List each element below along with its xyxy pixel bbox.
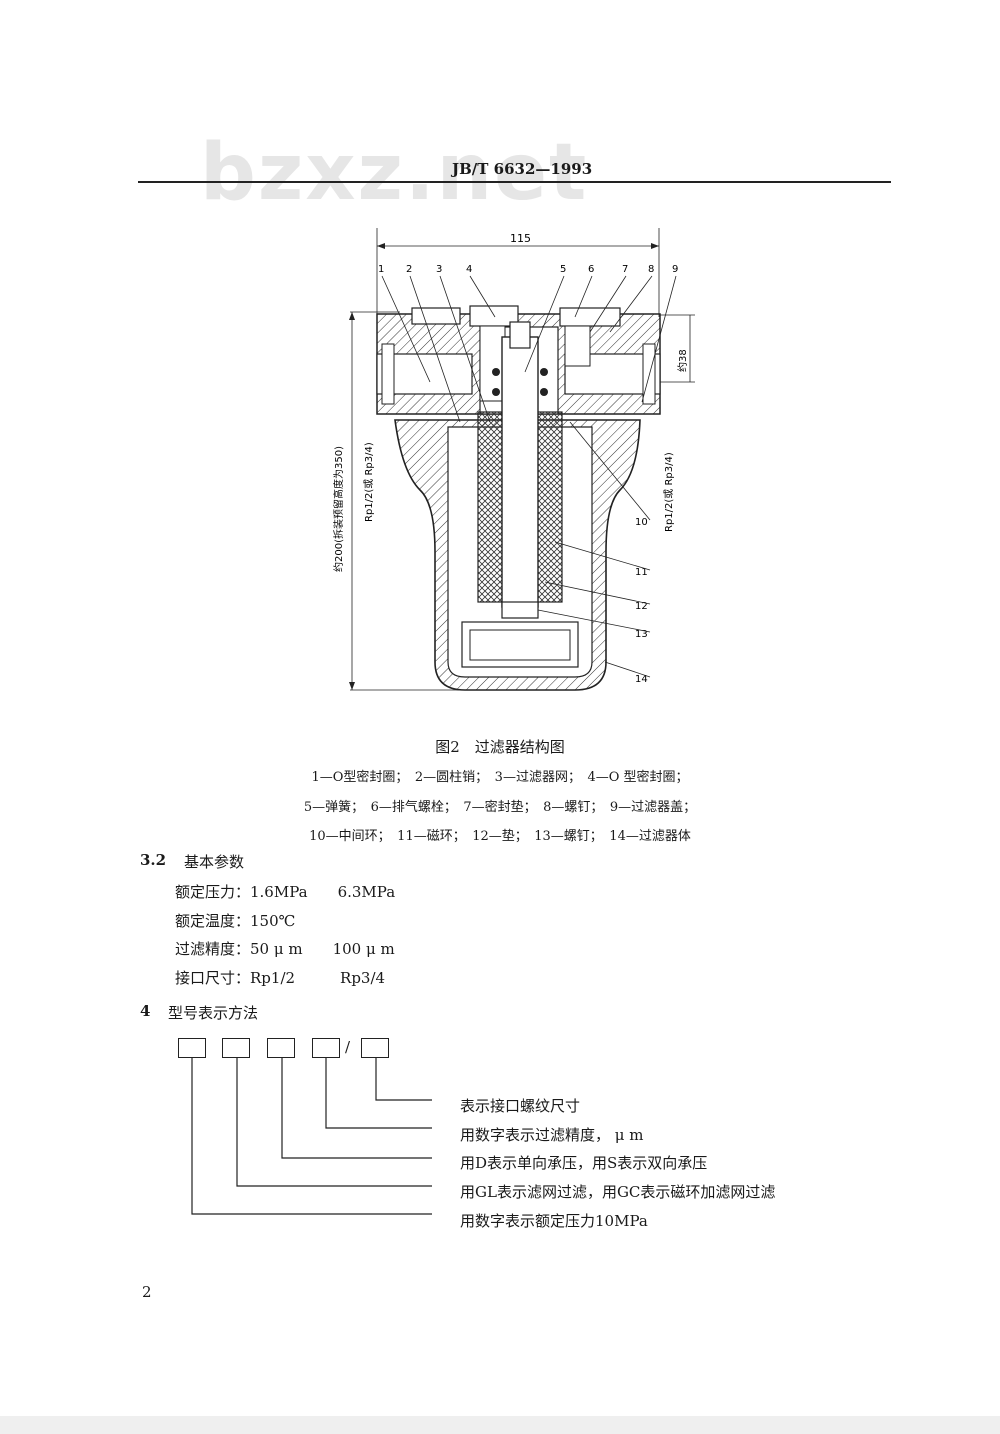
model-code-slash: / <box>345 1038 351 1056</box>
top-bolts <box>411 305 621 402</box>
model-desc-filter-type: 用GL表示滤网过滤，用GC表示磁环加滤网过滤 <box>460 1183 776 1201</box>
part-label-4: 4 <box>466 264 472 275</box>
model-desc-rated-pressure: 用数字表示额定压力10MPa <box>460 1212 648 1230</box>
model-desc-precision: 用数字表示过滤精度， μ m <box>460 1126 644 1144</box>
figure-caption: 图2 过滤器结构图 <box>435 738 565 756</box>
param-rated-pressure: 额定压力：1.6MPa 6.3MPa <box>175 883 396 901</box>
page-number: 2 <box>142 1283 152 1301</box>
dimension-height: 约200(拆装预留高度为350) Rp1/2(或 Rp3/4) <box>332 311 460 691</box>
model-code-box-1 <box>178 1038 206 1058</box>
model-code-box-3 <box>267 1038 295 1058</box>
part-label-5: 5 <box>560 264 566 275</box>
filter-element <box>477 321 563 619</box>
watermark: bzxz.net <box>200 128 589 218</box>
standard-code: JB/T 6632—1993 <box>452 160 593 178</box>
model-code-box-5 <box>361 1038 389 1058</box>
model-code-box-4 <box>312 1038 340 1058</box>
section-4-title: 型号表示方法 <box>168 1004 259 1022</box>
part-number-labels: 1 2 3 4 5 6 7 8 9 10 11 12 13 14 <box>378 264 678 685</box>
part-label-11: 11 <box>635 567 648 578</box>
section-3-2-title: 基本参数 <box>184 853 245 871</box>
filter-structure-drawing: 115 约200(拆装预留高度为350) Rp1/2(或 Rp3/4) 约38 … <box>332 228 695 691</box>
param-rated-temperature: 额定温度：150℃ <box>175 912 296 930</box>
part-label-2: 2 <box>406 264 412 275</box>
footer-bar <box>0 1416 1000 1434</box>
param-filter-precision: 过滤精度：50 μ m 100 μ m <box>175 940 395 958</box>
dim-right-label: 约38 <box>676 349 689 372</box>
legend-line-1: 1—O型密封圈； 2—圆柱销； 3—过滤器网； 4—O 型密封圈； <box>311 770 689 785</box>
model-code-box-2 <box>222 1038 250 1058</box>
port-right-label: Rp1/2(或 Rp3/4) <box>663 452 675 532</box>
leader-lines <box>381 275 677 678</box>
part-label-10: 10 <box>635 517 648 528</box>
legend-line-2: 5—弹簧； 6—排气螺栓； 7—密封垫； 8—螺钉； 9—过滤器盖； <box>303 800 697 815</box>
part-label-3: 3 <box>436 264 442 275</box>
section-3-2-number: 3.2 <box>140 851 167 869</box>
part-label-7: 7 <box>622 264 628 275</box>
part-label-8: 8 <box>648 264 654 275</box>
part-label-12: 12 <box>635 601 648 612</box>
header-rule <box>138 181 891 183</box>
dimension-right: 约38 Rp1/2(或 Rp3/4) <box>660 314 695 532</box>
dimension-width: 115 <box>376 228 660 317</box>
part-label-1: 1 <box>378 264 384 275</box>
part-label-14: 14 <box>635 674 648 685</box>
part-label-9: 9 <box>672 264 678 275</box>
port-left-label: Rp1/2(或 Rp3/4) <box>363 442 375 522</box>
param-port-size: 接口尺寸：Rp1/2 Rp3/4 <box>175 969 386 987</box>
part-label-13: 13 <box>635 629 648 640</box>
part-label-6: 6 <box>588 264 594 275</box>
model-desc-port-thread: 表示接口螺纹尺寸 <box>460 1097 581 1115</box>
section-4-number: 4 <box>140 1002 151 1020</box>
dim-left-label: 约200(拆装预留高度为350) <box>332 446 345 572</box>
model-desc-pressure-direction: 用D表示单向承压，用S表示双向承压 <box>460 1154 708 1172</box>
dim-top-label: 115 <box>510 232 531 245</box>
legend-line-3: 10—中间环； 11—磁环； 12—垫； 13—螺钉； 14—过滤器体 <box>309 829 691 844</box>
